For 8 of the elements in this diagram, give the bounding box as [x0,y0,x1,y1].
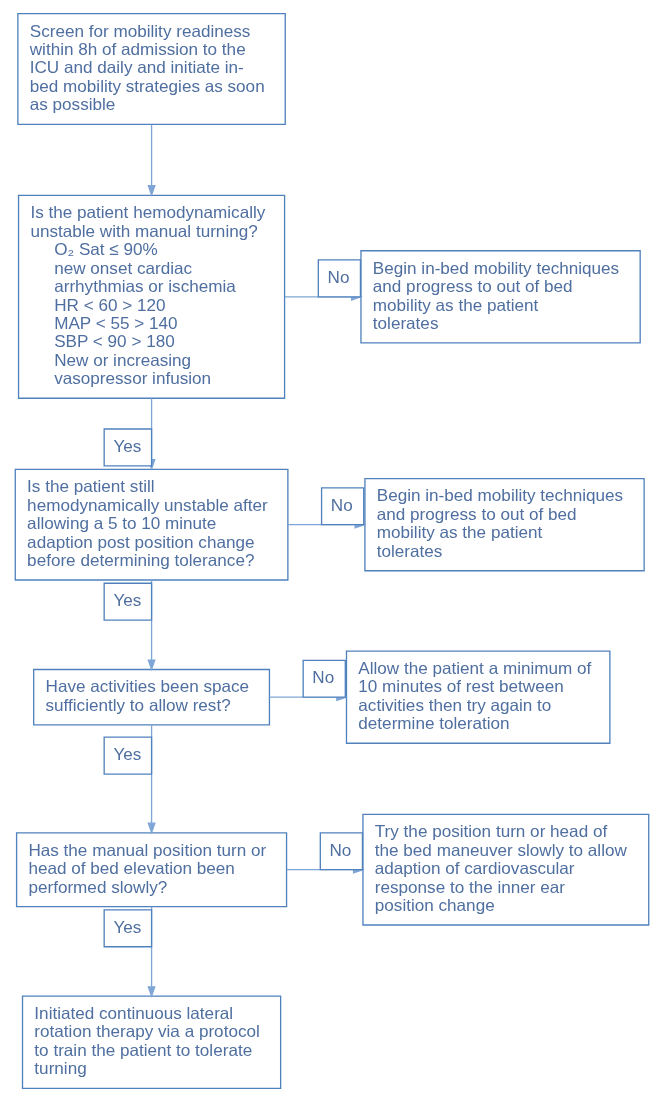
edge-label: Yes [113,436,142,456]
edge-label: Yes [113,745,142,765]
edge-label: No [330,495,353,515]
edge-label: No [312,668,335,688]
edge-label: No [327,267,350,287]
edge-label: Yes [113,591,142,611]
edge-label: Yes [113,917,142,937]
edge-label: No [329,840,352,860]
